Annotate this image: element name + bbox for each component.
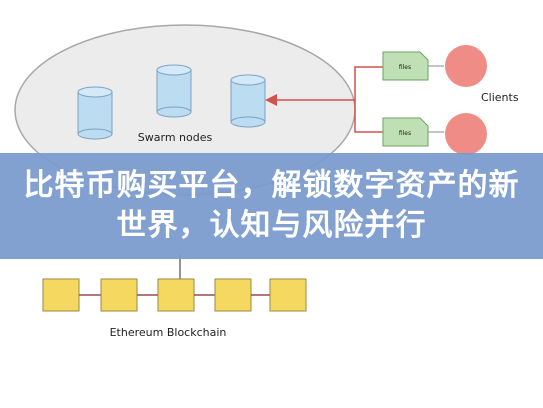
block-1 [42,278,80,312]
document-top: files [382,51,429,81]
swarm-label: Swarm nodes [138,131,213,144]
client-arrow-path [265,66,390,106]
block-4 [214,278,252,312]
swarm-node-right [230,74,266,128]
client-bottom [445,113,487,155]
document-top-label: files [399,64,411,71]
swarm-node-left [77,86,113,140]
banner-title: 比特币购买平台，解锁数字资产的新世界，认知与风险并行 [23,168,520,243]
swarm-node-middle [156,64,192,118]
blockchain [42,278,307,312]
document-bottom-label: files [399,130,411,137]
client-arrow-branch [354,100,383,133]
block-3 [157,278,195,312]
clients-label: Clients [481,91,519,104]
block-2 [100,278,138,312]
blockchain-label: Ethereum Blockchain [110,326,227,339]
client-top [445,45,487,87]
document-bottom: files [382,117,429,147]
title-banner: 比特币购买平台，解锁数字资产的新世界，认知与风险并行 [0,153,543,259]
block-5 [269,278,307,312]
